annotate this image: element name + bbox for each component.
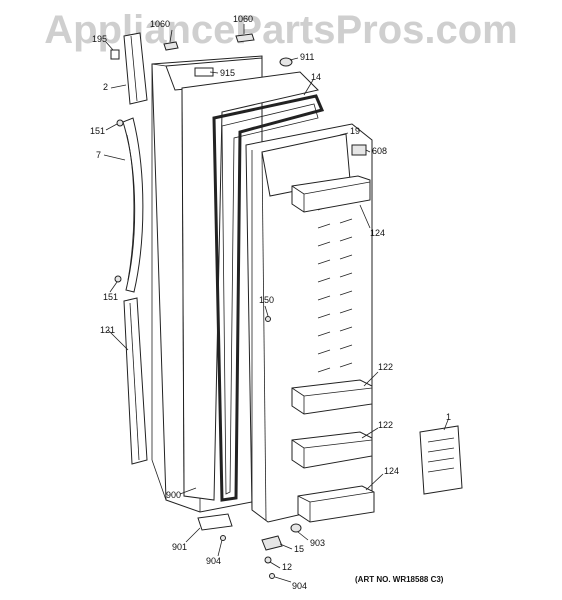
callout-122-lower: 122: [378, 420, 393, 430]
art-number: (ART NO. WR18588 C3): [355, 575, 444, 584]
callout-2: 2: [103, 82, 108, 92]
callout-608: 608: [372, 146, 387, 156]
part-bottom-trim: [123, 297, 148, 465]
part-bin-middle-upper: [291, 379, 373, 415]
callout-124-top: 124: [370, 228, 385, 238]
part-bin-top: [291, 175, 371, 213]
part-hinge-top-right: [235, 33, 255, 43]
part-screw-lower: [114, 275, 122, 283]
part-hinge-15: [261, 535, 283, 551]
callout-121: 121: [100, 325, 115, 335]
part-hinge-cover: [197, 513, 233, 531]
callout-15: 15: [294, 544, 304, 554]
part-bin-bottom: [297, 485, 375, 523]
callout-900: 900: [166, 490, 181, 500]
part-bushing-903: [290, 523, 302, 533]
callout-1: 1: [446, 412, 451, 422]
part-door-gasket: [212, 94, 325, 502]
callout-124-bottom: 124: [384, 466, 399, 476]
callout-19: 19: [350, 126, 360, 136]
callout-195: 195: [92, 34, 107, 44]
part-top-trim: [123, 32, 148, 105]
callout-901: 901: [172, 542, 187, 552]
callout-14: 14: [311, 72, 321, 82]
part-screw-904a: [220, 535, 226, 541]
part-cap: [110, 49, 120, 60]
callout-151-upper: 151: [90, 126, 105, 136]
part-hinge-top-left: [163, 41, 179, 51]
callout-904-right: 904: [292, 581, 307, 591]
callout-903: 903: [310, 538, 325, 548]
callout-12: 12: [282, 562, 292, 572]
callout-151-lower: 151: [103, 292, 118, 302]
callout-911: 911: [300, 52, 314, 62]
part-screw-150: [265, 316, 271, 322]
callout-122-upper: 122: [378, 362, 393, 372]
part-screw-upper: [116, 119, 124, 127]
part-bin-middle-lower: [291, 431, 373, 469]
part-bushing: [279, 57, 293, 67]
callout-7: 7: [96, 150, 101, 160]
watermark-text: AppliancePartsPros.com: [44, 8, 518, 52]
part-manual-lines: [427, 437, 455, 473]
callout-150: 150: [259, 295, 274, 305]
part-screw-904b: [269, 573, 275, 579]
part-door-handle: [122, 117, 144, 293]
part-pin-12: [264, 556, 272, 564]
leader-lines: [103, 24, 449, 583]
callout-904-left: 904: [206, 556, 221, 566]
callout-1060-left: 1060: [150, 19, 170, 29]
callout-1060-right: 1060: [233, 14, 253, 24]
part-clip: [351, 144, 367, 156]
callout-915: 915: [220, 68, 235, 78]
